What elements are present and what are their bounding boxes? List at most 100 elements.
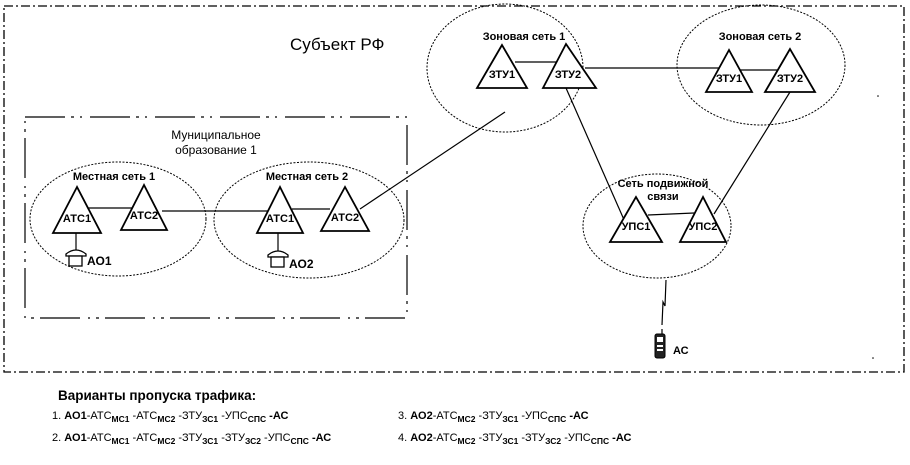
municipality-label-line1: Муниципальное — [171, 128, 261, 142]
stray-dot — [877, 95, 879, 97]
zone1-zty1-node — [475, 43, 529, 89]
mobile-ups1-label: УПС1 — [622, 221, 651, 233]
telephone-icon — [267, 250, 289, 268]
mobile-ups2-label: УПС2 — [689, 221, 718, 233]
route-segment: -ЗТУ — [518, 432, 546, 444]
route-segment-subscript: СПС — [547, 414, 567, 424]
route-segment-subscript: ЗС2 — [545, 436, 562, 446]
subject-frame — [3, 5, 905, 373]
local-network-1-boundary — [29, 161, 207, 277]
local1-ats2-label: АТС2 — [130, 210, 158, 222]
mobile-phone-icon — [654, 329, 666, 359]
route-segment: -АТС — [432, 432, 458, 444]
route-segment: -УПС — [518, 410, 548, 422]
link-ups1-ups2 — [647, 212, 695, 216]
subscriber-ac-label: АС — [673, 345, 689, 357]
route-segment-subscript: СПС — [590, 436, 610, 446]
route-segment: -ЗТУ — [475, 410, 503, 422]
link-local2-zone1 — [359, 111, 506, 210]
route-segment: АО1 — [64, 410, 87, 422]
local2-ats1-label: АТС1 — [266, 213, 294, 225]
route-segment: -ЗТУ — [175, 432, 203, 444]
zone-network-2-boundary — [676, 4, 846, 126]
route-segment-subscript: СПС — [290, 436, 309, 446]
route-segment: -ЗТУ — [175, 410, 203, 422]
route-segment: -АТС — [86, 432, 112, 444]
links — [75, 61, 791, 326]
local1-ats1-node — [51, 185, 103, 234]
legend: Варианты пропуска трафика: — [55, 388, 905, 403]
route-number: 3. — [398, 410, 411, 422]
telephone-icon — [65, 249, 87, 267]
zone2-zty1-label: ЗТУ1 — [716, 73, 742, 85]
local1-ats2-node — [119, 183, 169, 231]
route-segment-subscript: ЗС1 — [202, 436, 219, 446]
local1-ats1-label: АТС1 — [63, 213, 91, 225]
route-segment-subscript: ЗС1 — [502, 414, 519, 424]
zone2-zty1-node — [704, 48, 754, 93]
route-segment: -АТС — [129, 432, 158, 444]
route-segment-subscript: МС2 — [457, 414, 476, 424]
route-segment: -АС — [566, 410, 589, 422]
local-network-2-label: Местная сеть 2 — [266, 171, 348, 183]
mobile-network-label-line2: связи — [647, 191, 678, 203]
local2-ats1-node — [255, 184, 305, 234]
link-zone2-mobile — [713, 91, 791, 215]
local-network-1-label: Местная сеть 1 — [73, 171, 155, 183]
route-segment-subscript: СПС — [247, 414, 267, 424]
route-segment: -АС — [308, 432, 332, 444]
route-item: 4. АО2-АТСМС2 -ЗТУЗС1 -ЗТУЗС2 -УПССПС -А… — [398, 432, 631, 446]
route-item: 1. АО1-АТСМС1 -АТСМС2 -ЗТУЗС1 -УПССПС -А… — [52, 410, 288, 424]
route-segment: -УПС — [561, 432, 591, 444]
route-segment-subscript: МС2 — [457, 436, 476, 446]
route-segment: АО1 — [64, 432, 87, 444]
route-segment: -АС — [266, 410, 289, 422]
subscriber-ao2-label: АО2 — [289, 257, 314, 271]
route-segment-subscript: ЗС1 — [202, 414, 219, 424]
link-zone1-mobile — [565, 87, 626, 223]
zone1-zty2-label: ЗТУ2 — [555, 69, 581, 81]
mobile-network-label-line1: Сеть подвижной — [618, 178, 709, 190]
route-segment: -ЗТУ — [475, 432, 503, 444]
mobile-ups2-node — [678, 195, 728, 243]
municipality-frame — [24, 116, 408, 319]
route-item: 2. АО1-АТСМС1 -АТСМС2 -ЗТУЗС1 -ЗТУЗС2 -У… — [52, 432, 331, 446]
route-segment: -УПС — [218, 410, 248, 422]
route-number: 1. — [52, 410, 65, 422]
zone2-zty2-label: ЗТУ2 — [777, 73, 803, 85]
zone1-zty2-node — [541, 42, 598, 89]
route-segment: -ЗТУ — [218, 432, 245, 444]
route-item: 3. АО2-АТСМС2 -ЗТУЗС1 -УПССПС -АС — [398, 410, 589, 424]
route-segment-subscript: МС1 — [111, 436, 130, 446]
mobile-ups1-node — [608, 195, 664, 243]
subject-title: Субъект РФ — [290, 35, 384, 54]
route-segment-subscript: ЗС1 — [502, 436, 519, 446]
zone1-zty1-label: ЗТУ1 — [489, 69, 515, 81]
radio-link — [661, 279, 667, 326]
route-segment: -АТС — [432, 410, 458, 422]
route-segment-subscript: ЗС2 — [244, 436, 261, 446]
zone-network-2-label: Зоновая сеть 2 — [719, 31, 802, 43]
route-segment-subscript: МС1 — [111, 414, 130, 424]
zone-network-1-label: Зоновая сеть 1 — [483, 31, 566, 43]
route-segment: АО2 — [410, 432, 433, 444]
route-number: 2. — [52, 432, 65, 444]
mobile-network-boundary — [582, 173, 732, 279]
legend-title: Варианты пропуска трафика: — [58, 388, 257, 403]
route-segment: АО2 — [410, 410, 433, 422]
route-segment: -АС — [609, 432, 632, 444]
route-segment-subscript: МС2 — [157, 414, 176, 424]
route-number: 4. — [398, 432, 411, 444]
municipality-label-line2: образование 1 — [175, 143, 257, 157]
route-segment: -АТС — [86, 410, 112, 422]
local2-ats2-label: АТС2 — [331, 212, 359, 224]
subscriber-ao1-label: АО1 — [87, 254, 112, 268]
local2-ats2-node — [319, 185, 371, 232]
local-network-2-boundary — [213, 161, 405, 279]
route-segment: -АТС — [129, 410, 158, 422]
route-segment-subscript: МС2 — [157, 436, 176, 446]
stray-dot — [872, 357, 874, 359]
zone2-zty2-node — [763, 47, 817, 93]
route-segment: -УПС — [260, 432, 291, 444]
